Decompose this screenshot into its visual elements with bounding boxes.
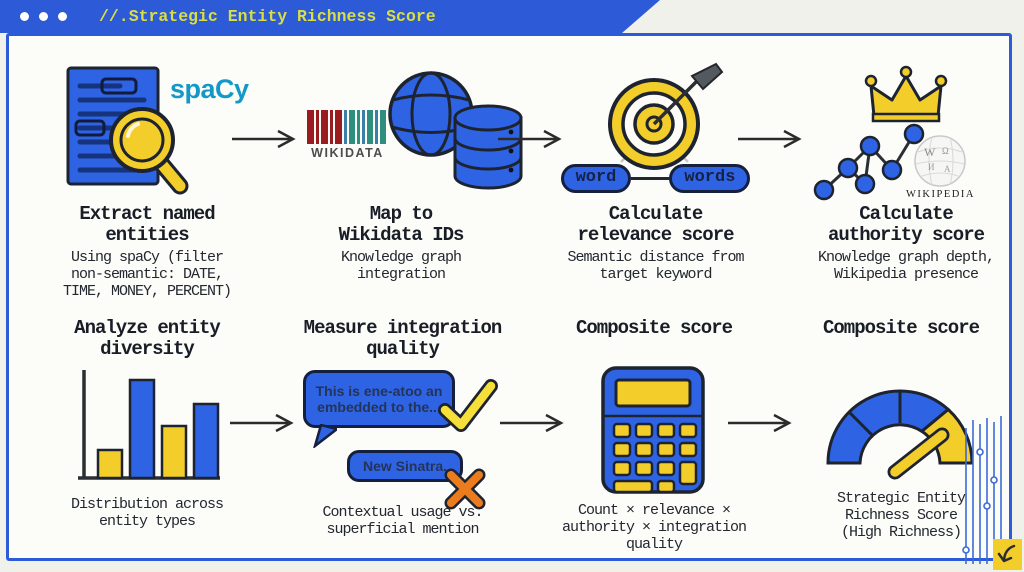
step-relevance-score: word words Calculate relevance score Sem…: [538, 62, 773, 284]
flow-arrow-1: [232, 129, 296, 149]
cross-icon: [444, 468, 486, 510]
step-title: Analyze entity diversity: [74, 317, 221, 360]
pill-connector: [631, 177, 670, 180]
window-controls: [20, 12, 67, 21]
step-final-score: Composite score Strategic Entity Richnes…: [778, 318, 1024, 541]
flow-arrow-4: [230, 413, 294, 433]
window-dot-1[interactable]: [20, 12, 29, 21]
wikidata-logo: WIKIDATA: [307, 110, 388, 160]
chat-bubble-superficial: New Sinatra.: [347, 450, 463, 482]
step-title: Calculate relevance score: [577, 203, 734, 246]
word-pill: word: [560, 164, 632, 193]
step-title: Composite score: [575, 317, 733, 339]
corner-resize-icon: [997, 544, 1016, 563]
flow-arrow-3: [738, 129, 802, 149]
svg-text:Ω: Ω: [942, 146, 949, 156]
bar-chart-icon: [78, 370, 220, 480]
check-icon: [438, 379, 498, 432]
step-subtitle: Knowledge graph depth, Wikipedia presenc…: [817, 249, 995, 283]
step-subtitle: Strategic Entity Richness Score (High Ri…: [836, 490, 966, 541]
bubble-tail: [313, 424, 337, 448]
svg-text:A: A: [944, 164, 951, 174]
step-map-to-wikidata: WIKIDATA Map to Wikidata IDs Knowle: [285, 62, 523, 284]
step-entity-diversity: Analyze entity diversity Distribution ac…: [28, 318, 266, 531]
document-magnifier-icon: [66, 66, 189, 195]
flow-arrow-5: [500, 413, 564, 433]
crown-icon: [864, 65, 948, 123]
wikipedia-globe-icon: W Ω И A: [914, 135, 967, 187]
chat-bubble-contextual: This is ene-atoo an embedded to the...: [303, 370, 455, 428]
word-pills: word words: [538, 164, 773, 193]
step-title: Composite score: [822, 317, 980, 339]
step-subtitle: Distribution across entity types: [70, 496, 224, 530]
window-dot-2[interactable]: [39, 12, 48, 21]
step-title: Measure integration quality: [303, 317, 503, 360]
spacy-logo: spaCy: [170, 74, 249, 104]
step-title: Extract named entities: [79, 203, 215, 246]
words-pill: words: [669, 164, 751, 193]
flow-arrow-6: [728, 413, 792, 433]
globe-database-icon: [388, 71, 523, 190]
step-subtitle: Count × relevance × authority × integrat…: [561, 502, 747, 553]
wikipedia-logo: W Ω И A WIKIPEDIA: [906, 134, 975, 200]
step-integration-quality: Measure integration quality This is ene-…: [285, 318, 520, 539]
step-authority-score: W Ω И A WIKIPEDIA Calculate authority sc…: [788, 62, 1024, 284]
wikipedia-label: WIKIPEDIA: [906, 189, 975, 200]
step-subtitle: Contextual usage vs. superficial mention: [322, 504, 483, 538]
step-title: Map to Wikidata IDs: [338, 203, 465, 246]
step-subtitle: Knowledge graph integration: [340, 249, 462, 283]
step-title: Calculate authority score: [827, 203, 985, 246]
knowledge-graph-icon: [813, 123, 925, 201]
window-dot-3[interactable]: [58, 12, 67, 21]
step-composite-score: Composite score Count × rele: [538, 318, 770, 553]
gauge-icon: [826, 389, 974, 480]
calculator-icon: [601, 366, 705, 494]
target-dart-icon: [608, 62, 724, 170]
window-title: //.Strategic Entity Richness Score: [99, 7, 436, 26]
corner-button[interactable]: [993, 539, 1022, 570]
window-title-tab: //.Strategic Entity Richness Score: [0, 0, 660, 33]
wikidata-barcode-icon: [307, 110, 388, 144]
svg-text:И: И: [928, 162, 935, 172]
flow-arrow-2: [498, 129, 562, 149]
svg-text:W: W: [924, 145, 936, 159]
step-extract-named-entities: spaCy Extract named entities Using spaCy…: [28, 62, 266, 300]
step-subtitle: Semantic distance from target keyword: [567, 249, 744, 283]
wikidata-label: WIKIDATA: [311, 146, 384, 160]
step-subtitle: Using spaCy (filter non-semantic: DATE, …: [62, 249, 232, 300]
